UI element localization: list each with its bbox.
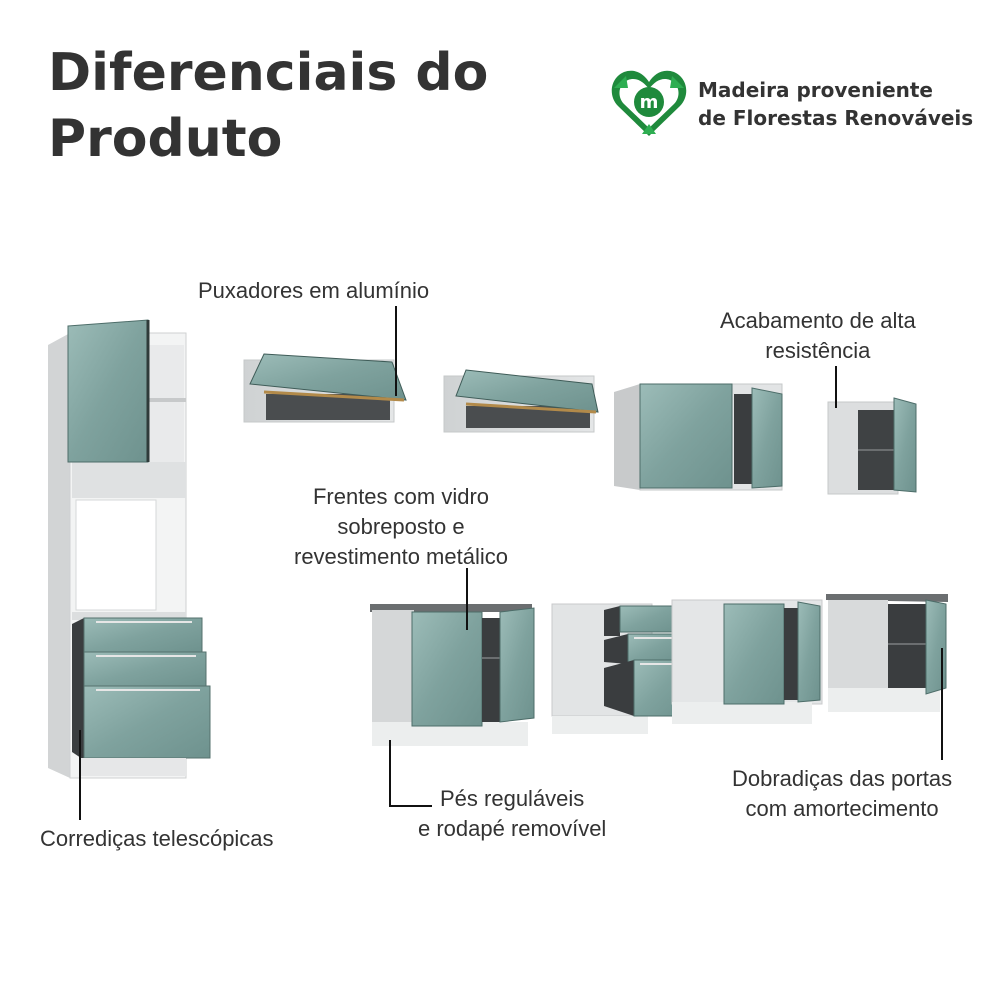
upper-cabinet-single-door <box>827 397 917 495</box>
base-cabinet-two-doors <box>370 604 535 746</box>
page-title-line-1: Diferenciais do <box>48 43 489 103</box>
label-fronts-line-3: revestimento metálico <box>294 544 508 569</box>
page-title-line-2: Produto <box>48 109 283 169</box>
label-slides-text: Corrediças telescópicas <box>40 826 274 851</box>
label-finish: Acabamento de alta resistência <box>720 306 916 366</box>
recycle-heart-icon: m <box>611 70 687 136</box>
badge-line-2: de Florestas Renováveis <box>698 106 974 130</box>
label-finish-line-1: Acabamento de alta <box>720 308 916 333</box>
base-cabinet-corner <box>826 594 948 712</box>
upper-cabinet-two-doors <box>614 383 783 491</box>
base-cabinet-sink <box>671 599 823 724</box>
label-finish-line-2: resistência <box>765 338 871 363</box>
label-feet-line-1: Pés reguláveis <box>440 786 585 811</box>
label-slides: Corrediças telescópicas <box>40 824 274 854</box>
badge-icon-letter: m <box>640 92 659 113</box>
badge-line-1: Madeira proveniente <box>698 78 933 102</box>
upper-cabinet-lift-door-1 <box>243 353 407 423</box>
page-title: Diferenciais do Produto <box>48 40 488 172</box>
label-fronts: Frentes com vidro sobreposto e revestime… <box>294 482 508 572</box>
badge-text: Madeira proveniente de Florestas Renováv… <box>698 76 973 132</box>
label-hinges-line-1: Dobradiças das portas <box>732 766 953 791</box>
tall-oven-tower <box>48 319 211 779</box>
label-handles-text: Puxadores em alumínio <box>198 278 430 303</box>
feet-callout-line <box>389 740 432 807</box>
base-cabinet-drawers <box>551 603 689 734</box>
upper-cabinet-lift-door-2 <box>443 369 599 433</box>
label-hinges: Dobradiças das portas com amortecimento <box>732 764 952 824</box>
label-feet: Pés reguláveis e rodapé removível <box>418 784 606 844</box>
renewable-wood-badge: m Madeira proveniente de Florestas Renov… <box>608 66 993 140</box>
label-fronts-line-1: Frentes com vidro <box>312 484 490 509</box>
label-handles: Puxadores em alumínio <box>198 276 429 306</box>
label-fronts-line-2: sobreposto e <box>337 514 465 539</box>
label-hinges-line-2: com amortecimento <box>745 796 939 821</box>
label-feet-line-2: e rodapé removível <box>418 816 607 841</box>
